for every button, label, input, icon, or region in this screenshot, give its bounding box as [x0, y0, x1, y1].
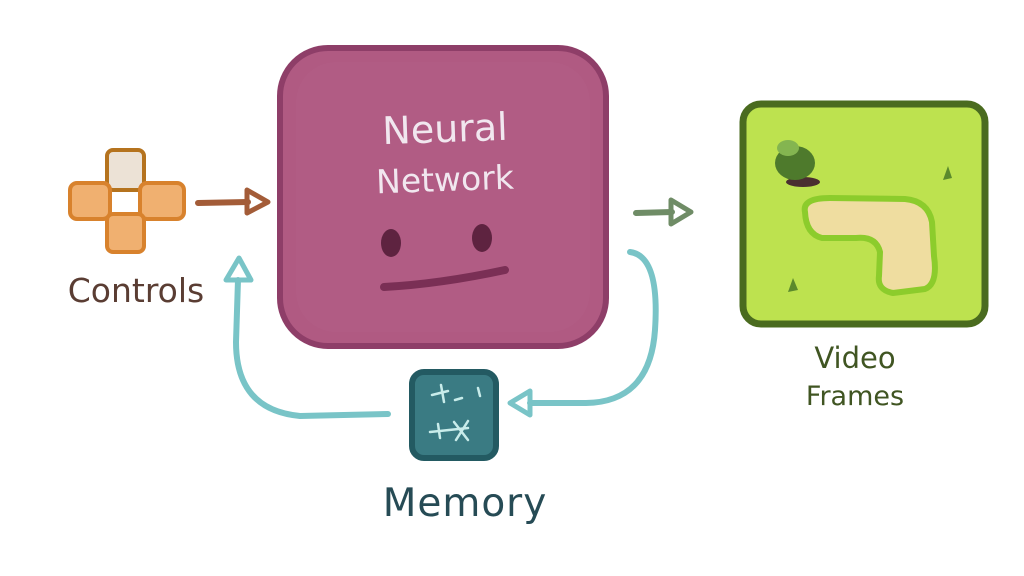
sand-path	[801, 195, 938, 296]
neural-network-box	[277, 45, 609, 349]
arrow-memory-to-network	[223, 255, 391, 420]
neural-network-label-line1: Neural	[381, 104, 509, 154]
mouth	[380, 266, 509, 291]
game-scene-icon	[739, 100, 989, 328]
dpad-right	[138, 181, 186, 221]
dpad-up	[105, 148, 146, 192]
smiley-face-icon	[380, 224, 509, 291]
right-eye	[472, 224, 492, 252]
arrow-network-to-memory	[507, 249, 659, 418]
video-frames-label-line2: Frames	[805, 381, 905, 412]
dpad-down	[105, 212, 146, 254]
left-eye	[381, 229, 401, 257]
dpad-icon	[68, 148, 186, 254]
grass-tuft	[788, 278, 798, 292]
memory-label: Memory	[382, 481, 548, 526]
controls-label: Controls	[67, 271, 205, 310]
dpad-left	[68, 181, 112, 221]
grass-tuft	[943, 166, 952, 180]
video-frames-label-line1: Video	[814, 341, 896, 375]
arrow-network-to-frames	[633, 197, 694, 227]
memory-chip-icon	[409, 369, 499, 461]
arrow-controls-to-network	[195, 187, 271, 216]
